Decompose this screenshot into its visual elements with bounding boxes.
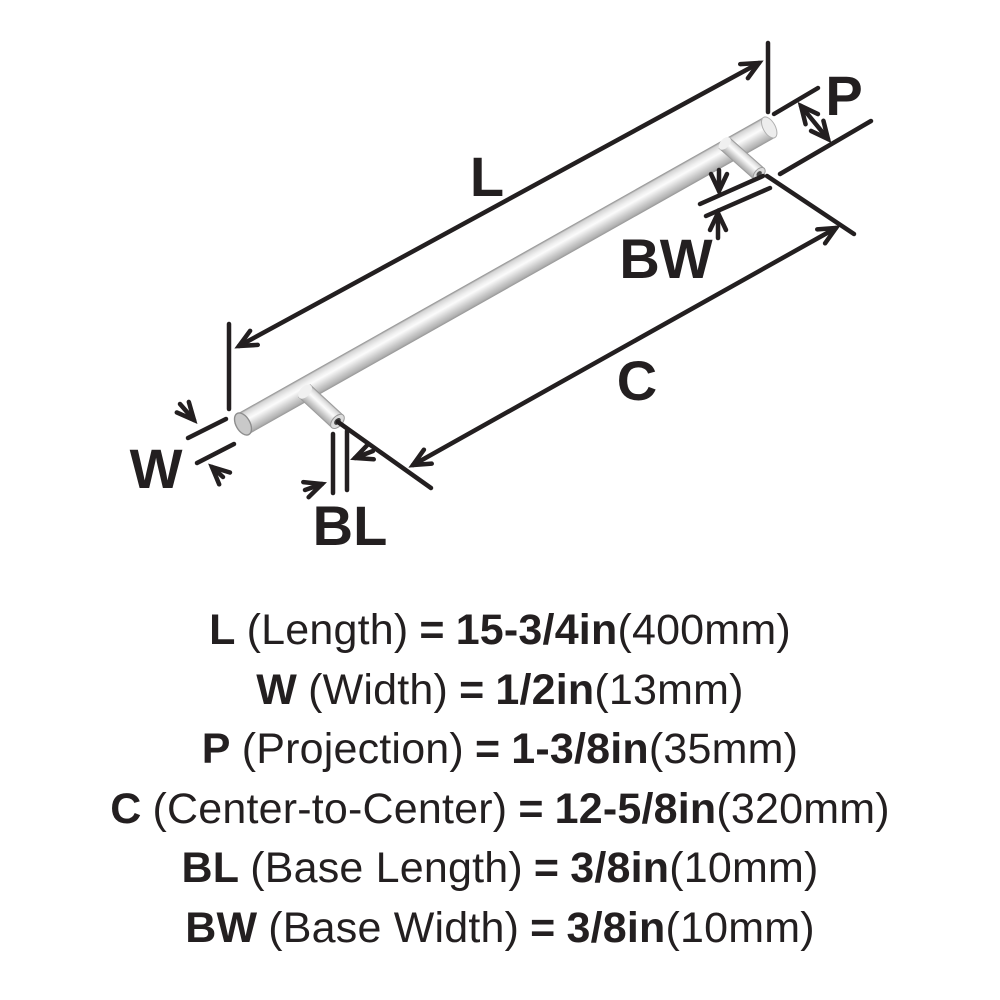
- spec-symbol: P: [201, 725, 231, 773]
- spec-row-width: W(Width)=1/2in(13mm): [0, 661, 1000, 721]
- spec-imperial: 3/8in: [566, 903, 666, 952]
- extension-line-width-1: [185, 416, 229, 441]
- spec-equals: =: [518, 784, 544, 833]
- extension-line-projection-1: [771, 85, 821, 117]
- arrow-width-upper: [174, 399, 198, 424]
- spec-row-length: L(Length)=15-3/4in(400mm): [0, 601, 1000, 661]
- handle-diagram: L P BW C W BL: [130, 40, 874, 557]
- dim-label-base-width: BW: [619, 227, 712, 290]
- spec-name: (Length): [246, 606, 409, 654]
- spec-metric: (400mm): [617, 606, 791, 654]
- spec-equals: =: [419, 606, 445, 654]
- spec-name: (Base Width): [268, 903, 520, 952]
- spec-symbol: W: [256, 665, 298, 714]
- spec-metric: (320mm): [716, 784, 890, 833]
- spec-imperial: 1-3/8in: [511, 725, 649, 773]
- post-top-cap: [298, 384, 312, 399]
- spec-row-projection: P(Projection)=1-3/8in(35mm): [0, 720, 1000, 780]
- spec-imperial: 15-3/4in: [455, 606, 618, 654]
- dimension-arrow-projection: [797, 101, 832, 144]
- extension-line-base-width-2: [703, 185, 773, 219]
- spec-row-center-to-center: C(Center-to-Center)=12-5/8in(320mm): [0, 780, 1000, 840]
- spec-equals: =: [474, 725, 501, 773]
- spec-symbol: C: [110, 784, 142, 833]
- spec-symbol: BW: [185, 903, 258, 952]
- spec-metric: (35mm): [648, 725, 799, 773]
- spec-name: (Projection): [241, 725, 464, 773]
- spec-metric: (10mm): [665, 903, 815, 952]
- dim-label-width: W: [130, 437, 183, 500]
- extension-line-center-bottom: [335, 419, 434, 491]
- spec-name: (Base Length): [250, 844, 523, 892]
- spec-row-base-width: BW(Base Width)=3/8in(10mm): [0, 899, 1000, 959]
- spec-equals: =: [459, 665, 485, 714]
- spec-equals: =: [530, 903, 556, 952]
- spec-name: (Center-to-Center): [152, 784, 508, 833]
- dim-label-projection: P: [825, 64, 862, 127]
- spec-metric: (10mm): [669, 844, 819, 892]
- spec-imperial: 1/2in: [495, 665, 595, 714]
- spec-imperial: 3/8in: [570, 844, 670, 892]
- dimension-line-length: [234, 60, 764, 349]
- extension-line-width-2: [194, 441, 237, 466]
- spec-name: (Width): [308, 665, 449, 714]
- arrow-base-length-right: [350, 442, 376, 462]
- dim-label-center-to-center: C: [617, 349, 657, 412]
- arrow-width-lower: [208, 463, 233, 487]
- extension-line-base-width-1: [697, 173, 766, 207]
- bar-end-cap-left: [233, 412, 253, 436]
- spec-imperial: 12-5/8in: [554, 784, 717, 833]
- spec-symbol: L: [209, 606, 236, 654]
- dim-label-base-length: BL: [313, 494, 388, 557]
- arrow-base-length-left: [301, 479, 327, 500]
- dim-label-length: L: [470, 145, 504, 208]
- spec-metric: (13mm): [594, 665, 744, 714]
- extension-line-projection-2: [777, 118, 874, 177]
- spec-equals: =: [533, 844, 560, 892]
- spec-list: L(Length)=15-3/4in(400mm) W(Width)=1/2in…: [0, 601, 1000, 958]
- spec-row-base-length: BL(Base Length)=3/8in(10mm): [0, 839, 1000, 899]
- extension-line-center-top: [764, 173, 857, 237]
- dimension-line-center-to-center: [408, 225, 841, 468]
- spec-symbol: BL: [181, 844, 240, 892]
